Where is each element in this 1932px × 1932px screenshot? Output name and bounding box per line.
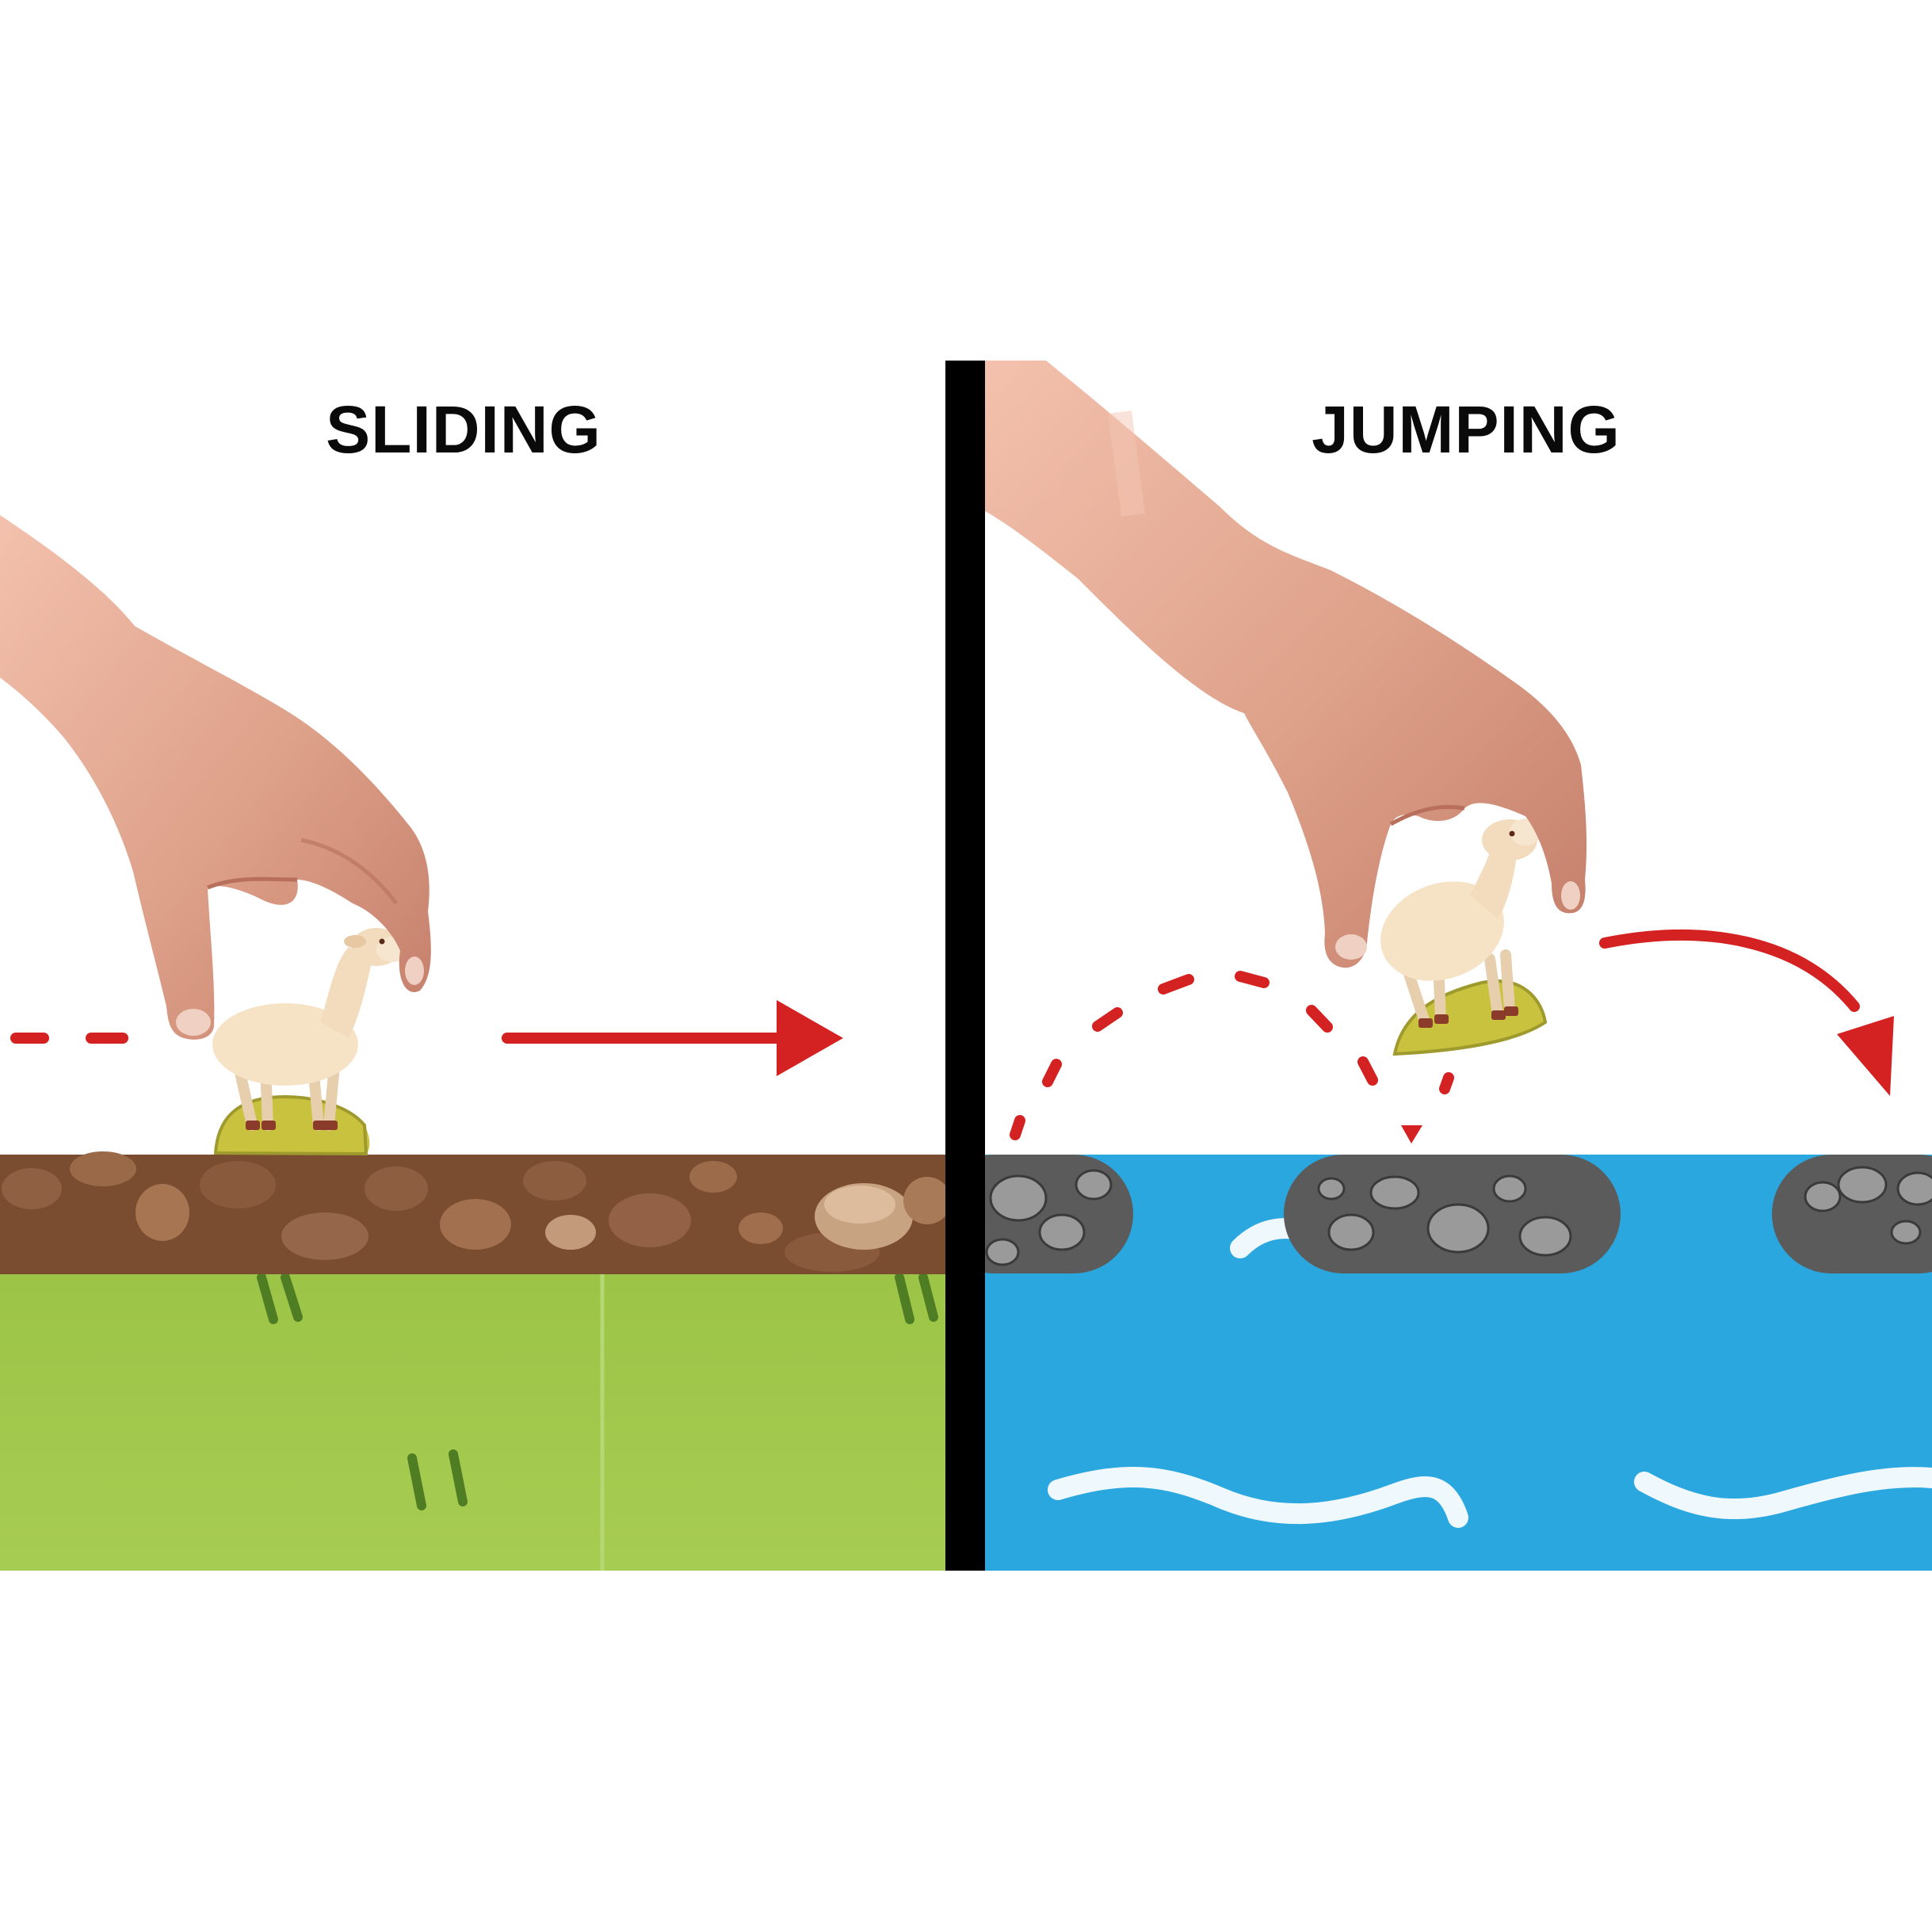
jump-trail	[1010, 971, 1454, 1140]
arrow-icon	[1599, 929, 1894, 1096]
arrow-icon	[502, 1000, 843, 1076]
grass-ground	[0, 1273, 945, 1571]
hand-icon	[0, 515, 431, 1040]
sheep-figurine-icon	[1380, 819, 1548, 1056]
sheep-figurine-icon	[212, 928, 408, 1156]
pebble-icon	[2, 1151, 945, 1272]
grass-tuft-icon	[257, 1273, 938, 1510]
panel-divider	[945, 361, 985, 1571]
sliding-title: SLIDING	[326, 392, 601, 467]
sliding-panel	[0, 515, 945, 1571]
stone-icon	[985, 1155, 1932, 1273]
hand-icon	[985, 361, 1587, 968]
jumping-title: JUMPING	[1312, 392, 1621, 467]
jump-landing-marker	[1401, 1125, 1422, 1144]
jumping-panel	[985, 361, 1932, 1571]
